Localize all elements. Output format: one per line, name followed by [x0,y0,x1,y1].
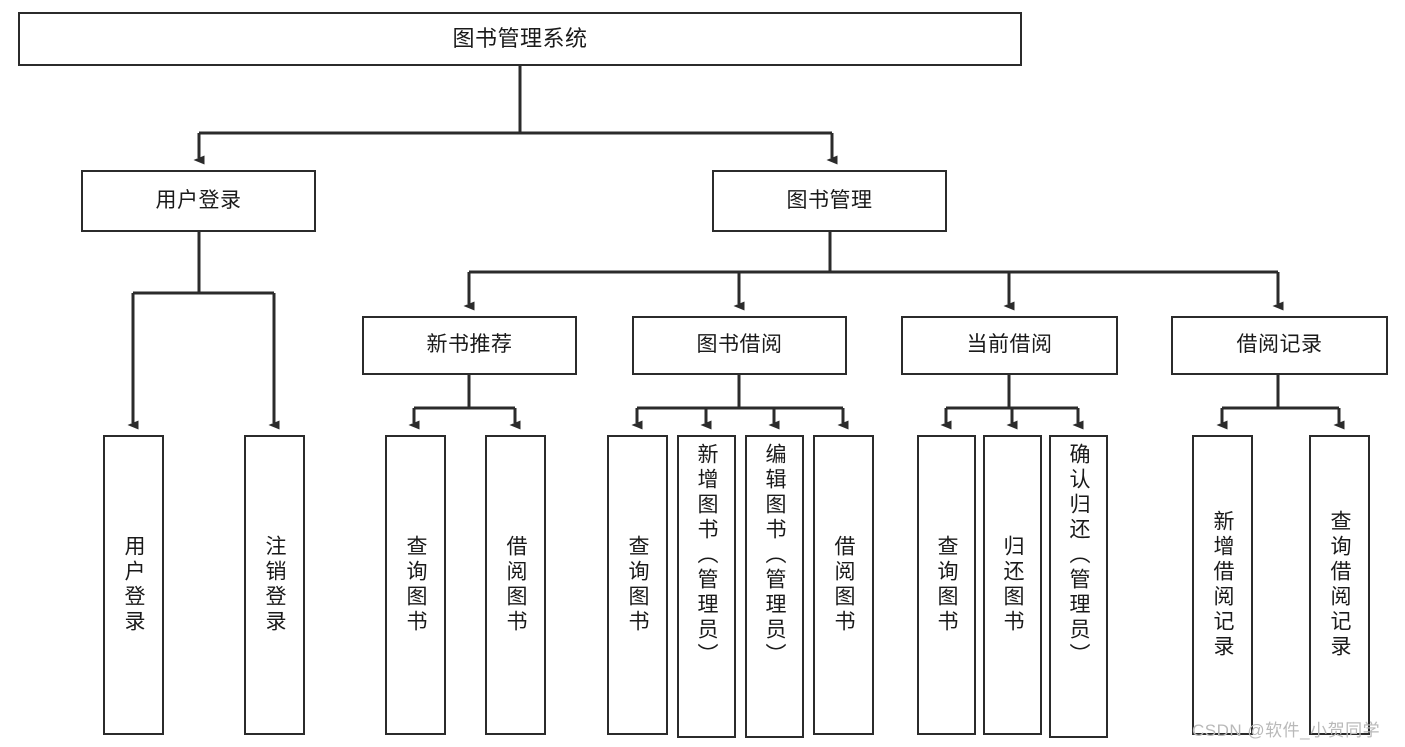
leaf-edit-book-label: 编辑图书（管理员） [763,443,786,668]
leaf-add-record-label: 新增借阅记录 [1211,510,1234,660]
leaf-add-record[interactable]: 新增借阅记录 [1192,435,1253,735]
leaf-add-book-label: 新增图书（管理员） [695,443,718,668]
node-borrow-record[interactable]: 借阅记录 [1171,316,1388,375]
leaf-user-login-label: 用户登录 [122,535,145,635]
leaf-query-book-3[interactable]: 查询图书 [917,435,976,735]
leaf-edit-book[interactable]: 编辑图书（管理员） [745,435,804,738]
node-current-borrow[interactable]: 当前借阅 [901,316,1118,375]
leaf-query-record-label: 查询借阅记录 [1328,510,1351,660]
node-new-book-rec[interactable]: 新书推荐 [362,316,577,375]
node-borrow-record-label: 借阅记录 [1236,333,1323,357]
leaf-query-book-1[interactable]: 查询图书 [385,435,446,735]
node-book-manage[interactable]: 图书管理 [712,170,947,232]
watermark: CSDN @软件_小贺同学 [1192,721,1381,740]
node-book-borrow[interactable]: 图书借阅 [632,316,847,375]
leaf-user-login[interactable]: 用户登录 [103,435,164,735]
leaf-confirm-return-label: 确认归还（管理员） [1067,443,1090,668]
node-current-borrow-label: 当前借阅 [966,333,1053,357]
leaf-borrow-book-1[interactable]: 借阅图书 [485,435,546,735]
leaf-user-logout[interactable]: 注销登录 [244,435,305,735]
leaf-query-book-2-label: 查询图书 [626,535,649,635]
leaf-borrow-book-1-label: 借阅图书 [504,535,527,635]
leaf-query-book-2[interactable]: 查询图书 [607,435,668,735]
node-root-label: 图书管理系统 [452,26,588,52]
node-new-book-rec-label: 新书推荐 [426,333,513,357]
leaf-return-book[interactable]: 归还图书 [983,435,1042,735]
leaf-borrow-book-2[interactable]: 借阅图书 [813,435,874,735]
node-book-borrow-label: 图书借阅 [696,333,783,357]
leaf-query-record[interactable]: 查询借阅记录 [1309,435,1370,735]
node-user-login[interactable]: 用户登录 [81,170,316,232]
leaf-borrow-book-2-label: 借阅图书 [832,535,855,635]
node-user-login-label: 用户登录 [155,188,242,212]
leaf-user-logout-label: 注销登录 [263,535,286,635]
leaf-add-book[interactable]: 新增图书（管理员） [677,435,736,738]
node-root[interactable]: 图书管理系统 [18,12,1022,66]
leaf-confirm-return[interactable]: 确认归还（管理员） [1049,435,1108,738]
leaf-return-book-label: 归还图书 [1001,535,1024,635]
node-book-manage-label: 图书管理 [786,188,873,212]
leaf-query-book-1-label: 查询图书 [404,535,427,635]
leaf-query-book-3-label: 查询图书 [935,535,958,635]
